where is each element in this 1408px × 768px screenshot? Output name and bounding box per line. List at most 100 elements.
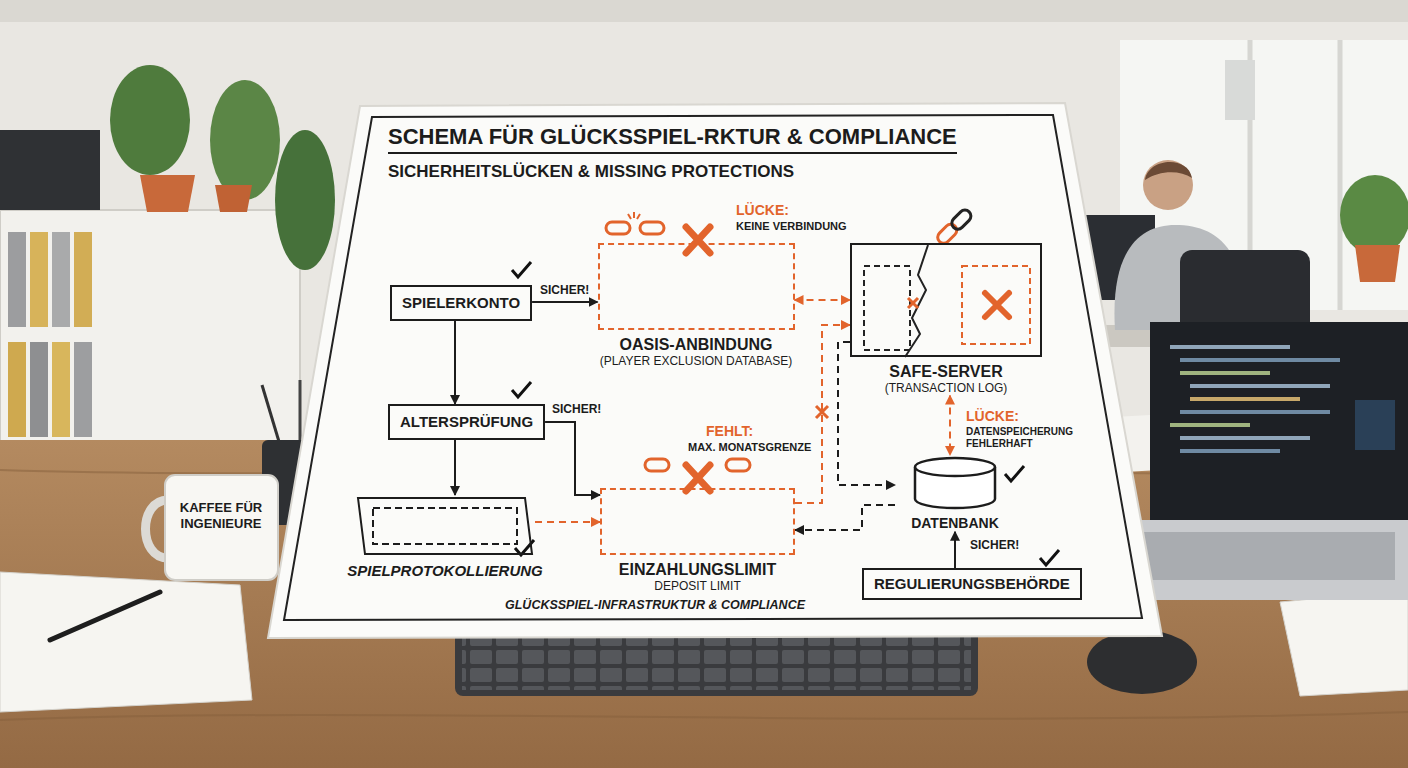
log-shape	[355, 495, 535, 557]
box-label: SPIELERKONTO	[402, 294, 520, 312]
chain-link	[726, 459, 750, 471]
binder	[74, 232, 92, 327]
binder	[52, 342, 70, 437]
coffee-mug	[165, 475, 278, 580]
code-line	[1190, 384, 1330, 388]
flow-connector	[795, 505, 895, 530]
check-mark	[512, 382, 531, 397]
code-line	[1180, 410, 1330, 414]
binder	[30, 342, 48, 437]
flow-connector	[795, 299, 851, 301]
flow-connector	[535, 521, 600, 523]
plant-leaves	[1340, 175, 1408, 255]
component-name: EINZAHLUNGSLIMIT	[585, 560, 810, 579]
window-frame	[1338, 40, 1343, 310]
plant-leaves	[210, 80, 280, 200]
flow-connector	[545, 422, 600, 495]
binder	[52, 232, 70, 327]
connector-label: SICHER!	[968, 538, 1021, 552]
gap-flag: LÜCKE:	[966, 408, 1019, 425]
inner-store	[962, 266, 1030, 344]
code-line	[1190, 397, 1300, 401]
flow-connector	[949, 396, 951, 455]
mug-print: KAFFEE FÜR INGENIEURE	[177, 500, 265, 531]
gap-note: DATENSPEICHERUNG FEHLERHAFT	[966, 426, 1084, 450]
flow-connector	[532, 301, 597, 303]
chain-link	[645, 459, 669, 471]
plant-pot	[140, 175, 195, 212]
connector-label: SICHER!	[538, 283, 591, 297]
poster	[268, 103, 1162, 638]
code-line	[1180, 449, 1280, 453]
gap-flag: FEHLT:	[706, 423, 753, 440]
component-name: DATENBANK	[895, 515, 1015, 532]
component-subtitle: DEPOSIT LIMIT	[585, 579, 810, 593]
box-label: ALTERSPRÜFUNG	[400, 413, 533, 431]
process-box: ALTERSPRÜFUNG	[388, 404, 545, 440]
pencil	[262, 385, 280, 445]
component-name: SPIELPROTOKOLLIERUNG	[340, 562, 550, 580]
process-box: REGULIERUNGSBEHÖRDE	[862, 568, 1082, 600]
check-mark	[1005, 466, 1024, 481]
check-mark	[1040, 550, 1059, 565]
component-name: SAFE-SERVER	[836, 362, 1056, 381]
flow-connector	[838, 342, 895, 485]
code-line	[1170, 423, 1250, 427]
database-cylinder	[895, 455, 1015, 510]
component-node: SPIELPROTOKOLLIERUNG	[340, 495, 550, 580]
code-line	[1180, 358, 1340, 362]
binder	[8, 342, 26, 437]
log-outline	[358, 498, 532, 554]
code-line	[1180, 371, 1270, 375]
gap-note: MAX. MONATSGRENZE	[688, 441, 811, 454]
code-line	[1170, 345, 1290, 349]
flow-connector	[454, 440, 456, 495]
flow-connector	[795, 325, 850, 503]
plant-pot	[1355, 245, 1400, 282]
laptop-screen	[1150, 322, 1408, 520]
flow-connector	[454, 321, 456, 404]
plant-leaves	[275, 130, 335, 270]
chain-link	[640, 222, 664, 234]
code-line	[1180, 436, 1310, 440]
poster-subtitle: SICHERHEITSLÜCKEN & MISSING PROTECTIONS	[388, 162, 794, 182]
chain-link	[606, 222, 630, 234]
poster-caption: GLÜCKSSPIEL-INFRASTRUKTUR & COMPLIANCE	[505, 598, 805, 612]
binder	[74, 342, 92, 437]
gap-cross	[686, 227, 710, 253]
gap-note: KEINE VERBINDUNG	[736, 220, 847, 233]
gap-cross	[908, 298, 918, 308]
component-node: SAFE-SERVER(TRANSACTION LOG)	[836, 243, 1056, 396]
ceiling	[0, 0, 1408, 22]
gap-cross	[985, 293, 1009, 317]
poster-title: SCHEMA FÜR GLÜCKSSPIEL-RKTUR & COMPLIANC…	[388, 124, 957, 154]
server-box	[850, 243, 1042, 357]
plant-leaves	[110, 65, 190, 175]
connector-label: SICHER!	[550, 402, 603, 416]
plant-pot	[215, 185, 252, 212]
person-head	[1143, 160, 1193, 210]
component-node: DATENBANK	[895, 455, 1015, 532]
log-inner	[373, 508, 517, 544]
person-hair	[1145, 162, 1192, 180]
crack-line	[905, 245, 928, 357]
box-label: REGULIERUNGSBEHÖRDE	[874, 575, 1070, 593]
pencil	[299, 380, 302, 445]
wall-picture	[1225, 60, 1255, 120]
cylinder-top	[915, 458, 995, 476]
component-node: OASIS-ANBINDUNG(PLAYER EXCLUSION DATABAS…	[580, 243, 812, 369]
poster-frame	[284, 115, 1142, 620]
component-name: OASIS-ANBINDUNG	[580, 335, 812, 354]
break-spark	[628, 212, 640, 219]
mouse	[1087, 630, 1197, 694]
check-mark	[512, 262, 531, 277]
component-subtitle: (TRANSACTION LOG)	[836, 381, 1056, 395]
paper-stack	[1280, 590, 1408, 696]
binder	[8, 232, 26, 327]
wood-grain	[0, 712, 1408, 720]
gap-box	[600, 488, 795, 555]
paper-stack	[0, 572, 252, 712]
